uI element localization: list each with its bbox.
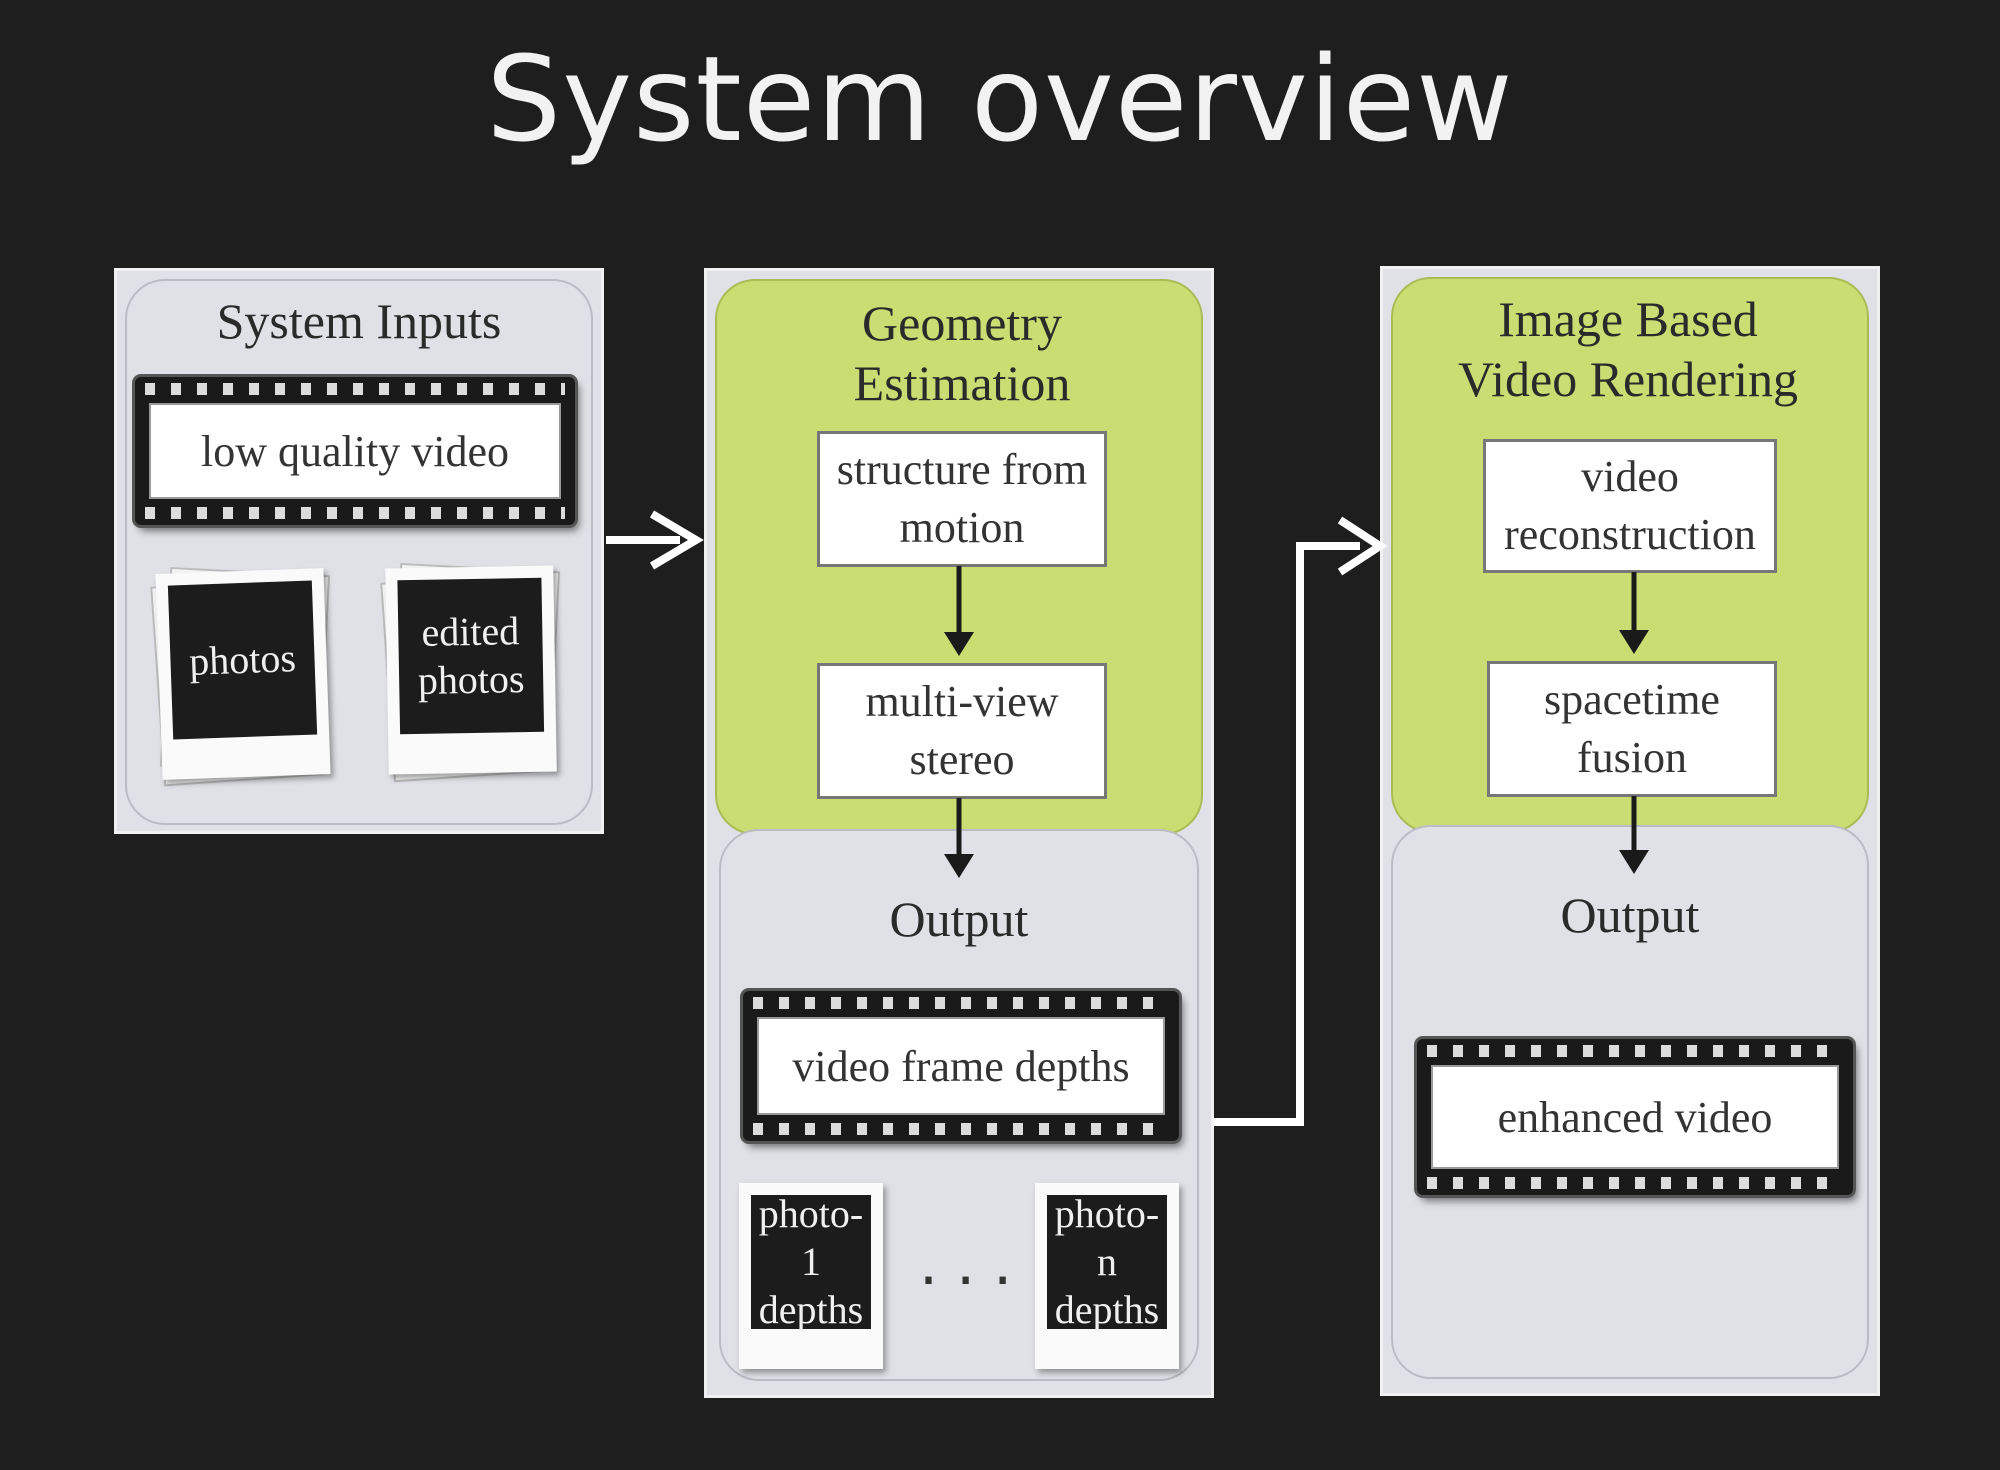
- film-sprocket-holes: [1427, 1177, 1843, 1189]
- photo-1-depths-label: photo-1 depths: [751, 1191, 871, 1332]
- video-rendering-panel: Image Based Video Rendering video recons…: [1380, 266, 1880, 1396]
- stereo-to-output-arrow: [944, 798, 974, 878]
- fusion-to-output-arrow: [1619, 796, 1649, 874]
- video-reconstruction-step: video reconstruction: [1483, 439, 1777, 573]
- video-frame-depths-label: video frame depths: [757, 1017, 1165, 1115]
- spacetime-fusion-step: spacetime fusion: [1487, 661, 1777, 797]
- inputs-to-geometry-arrow: [606, 510, 704, 570]
- structure-from-motion-step: structure from motion: [817, 431, 1107, 567]
- film-sprocket-holes: [753, 997, 1169, 1009]
- low-quality-video-label: low quality video: [149, 403, 561, 499]
- rendering-output-heading: Output: [1560, 887, 1700, 943]
- page-title: System overview: [486, 30, 1514, 168]
- enhanced-video-film: enhanced video: [1417, 1039, 1853, 1195]
- geometry-estimation-panel: Geometry Estimation structure from motio…: [704, 268, 1214, 1398]
- geometry-heading: Geometry Estimation: [853, 295, 1071, 411]
- film-sprocket-holes: [145, 507, 565, 519]
- film-sprocket-holes: [1427, 1045, 1843, 1057]
- enhanced-video-label: enhanced video: [1431, 1065, 1839, 1169]
- depths-to-rendering-arrow: [1214, 516, 1388, 1126]
- video-frame-depths-film: video frame depths: [743, 991, 1179, 1141]
- rendering-heading: Image Based Video Rendering: [1458, 291, 1798, 407]
- photo-1-depths-polaroid: photo-1 depths: [739, 1183, 883, 1369]
- system-inputs-heading: System Inputs: [216, 293, 502, 349]
- ellipsis: ...: [919, 1229, 1031, 1299]
- low-quality-video-film: low quality video: [135, 377, 575, 525]
- geometry-output-heading: Output: [889, 891, 1029, 947]
- system-inputs-panel: System Inputs low quality video photos e…: [114, 268, 604, 834]
- multi-view-stereo-step: multi-view stereo: [817, 663, 1107, 799]
- reconstruction-to-fusion-arrow: [1619, 572, 1649, 654]
- structure-to-stereo-arrow: [944, 566, 974, 656]
- photo-n-depths-polaroid: photo-n depths: [1035, 1183, 1179, 1369]
- photo-n-depths-label: photo-n depths: [1047, 1191, 1167, 1332]
- film-sprocket-holes: [753, 1123, 1169, 1135]
- film-sprocket-holes: [145, 383, 565, 395]
